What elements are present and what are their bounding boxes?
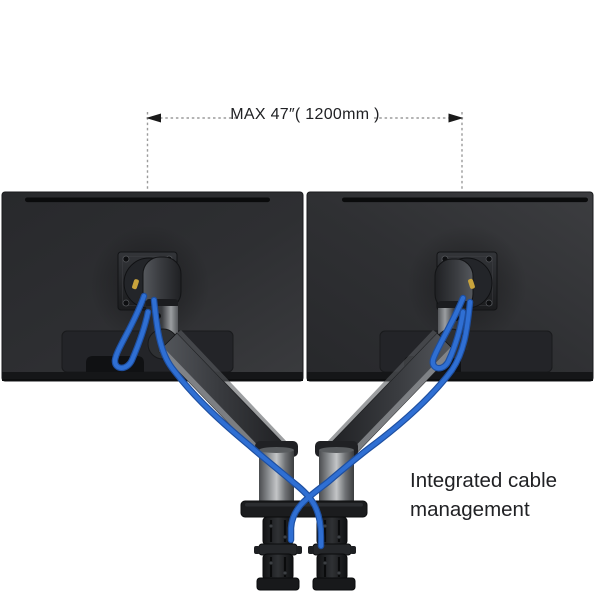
cable-right-run: [288, 299, 473, 543]
vesa-screw: [122, 255, 130, 263]
clamp-foot: [256, 577, 300, 591]
arm-left-beam-edge: [177, 330, 288, 446]
desk-clamp-left: [254, 516, 302, 591]
knob-stud: [283, 535, 287, 539]
arm-right-beam-highlight: [342, 347, 455, 464]
monitor-left-bottom-strip: [2, 372, 303, 381]
vesa-screw: [485, 255, 493, 263]
collar-nub: [350, 546, 356, 554]
collar-nub: [308, 546, 314, 554]
monitor-left-bottom-edge: [2, 379, 303, 381]
collar-nub: [254, 546, 260, 554]
monitor-left-vent: [25, 197, 270, 203]
pole-left: [255, 441, 298, 505]
vesa-screw: [485, 299, 493, 307]
arm-right-spring-accent: [468, 278, 475, 289]
pole-left-top: [259, 447, 294, 453]
vesa-screw: [122, 299, 130, 307]
arm-left: [132, 256, 288, 465]
clamp-knob: [262, 553, 294, 581]
arm-left-beam-highlight: [159, 347, 272, 464]
clamp-knob: [316, 553, 348, 581]
clamp-collar: [258, 543, 298, 556]
monitor-right-vent: [342, 197, 588, 203]
knob-stud: [323, 561, 327, 565]
clamp-foot: [312, 577, 356, 591]
knob-stud: [337, 571, 341, 575]
feature-label: Integrated cable management: [410, 469, 558, 522]
cable-left-loop: [112, 293, 151, 370]
cables: [111, 292, 474, 550]
knob-stud: [337, 535, 341, 539]
knob-stud: [323, 524, 327, 528]
pole-right-top: [319, 447, 354, 453]
arm-left-spring-accent: [132, 279, 139, 290]
dimension-label: MAX 47″( 1200mm ): [230, 106, 380, 123]
knob-stud: [283, 571, 287, 575]
cable-right-loop: [430, 295, 466, 371]
knob-stud: [269, 524, 273, 528]
arrow-right-icon: [448, 113, 464, 123]
arrow-left-icon: [146, 113, 161, 123]
dimension-lines: [146, 112, 464, 190]
knob-stud: [269, 561, 273, 565]
collar-nub: [296, 546, 302, 554]
monitor-right-bottom-edge: [307, 379, 593, 381]
cable-core: [112, 293, 473, 549]
arm-right-beam-edge: [326, 330, 437, 446]
desk-clamp-right: [308, 516, 356, 591]
